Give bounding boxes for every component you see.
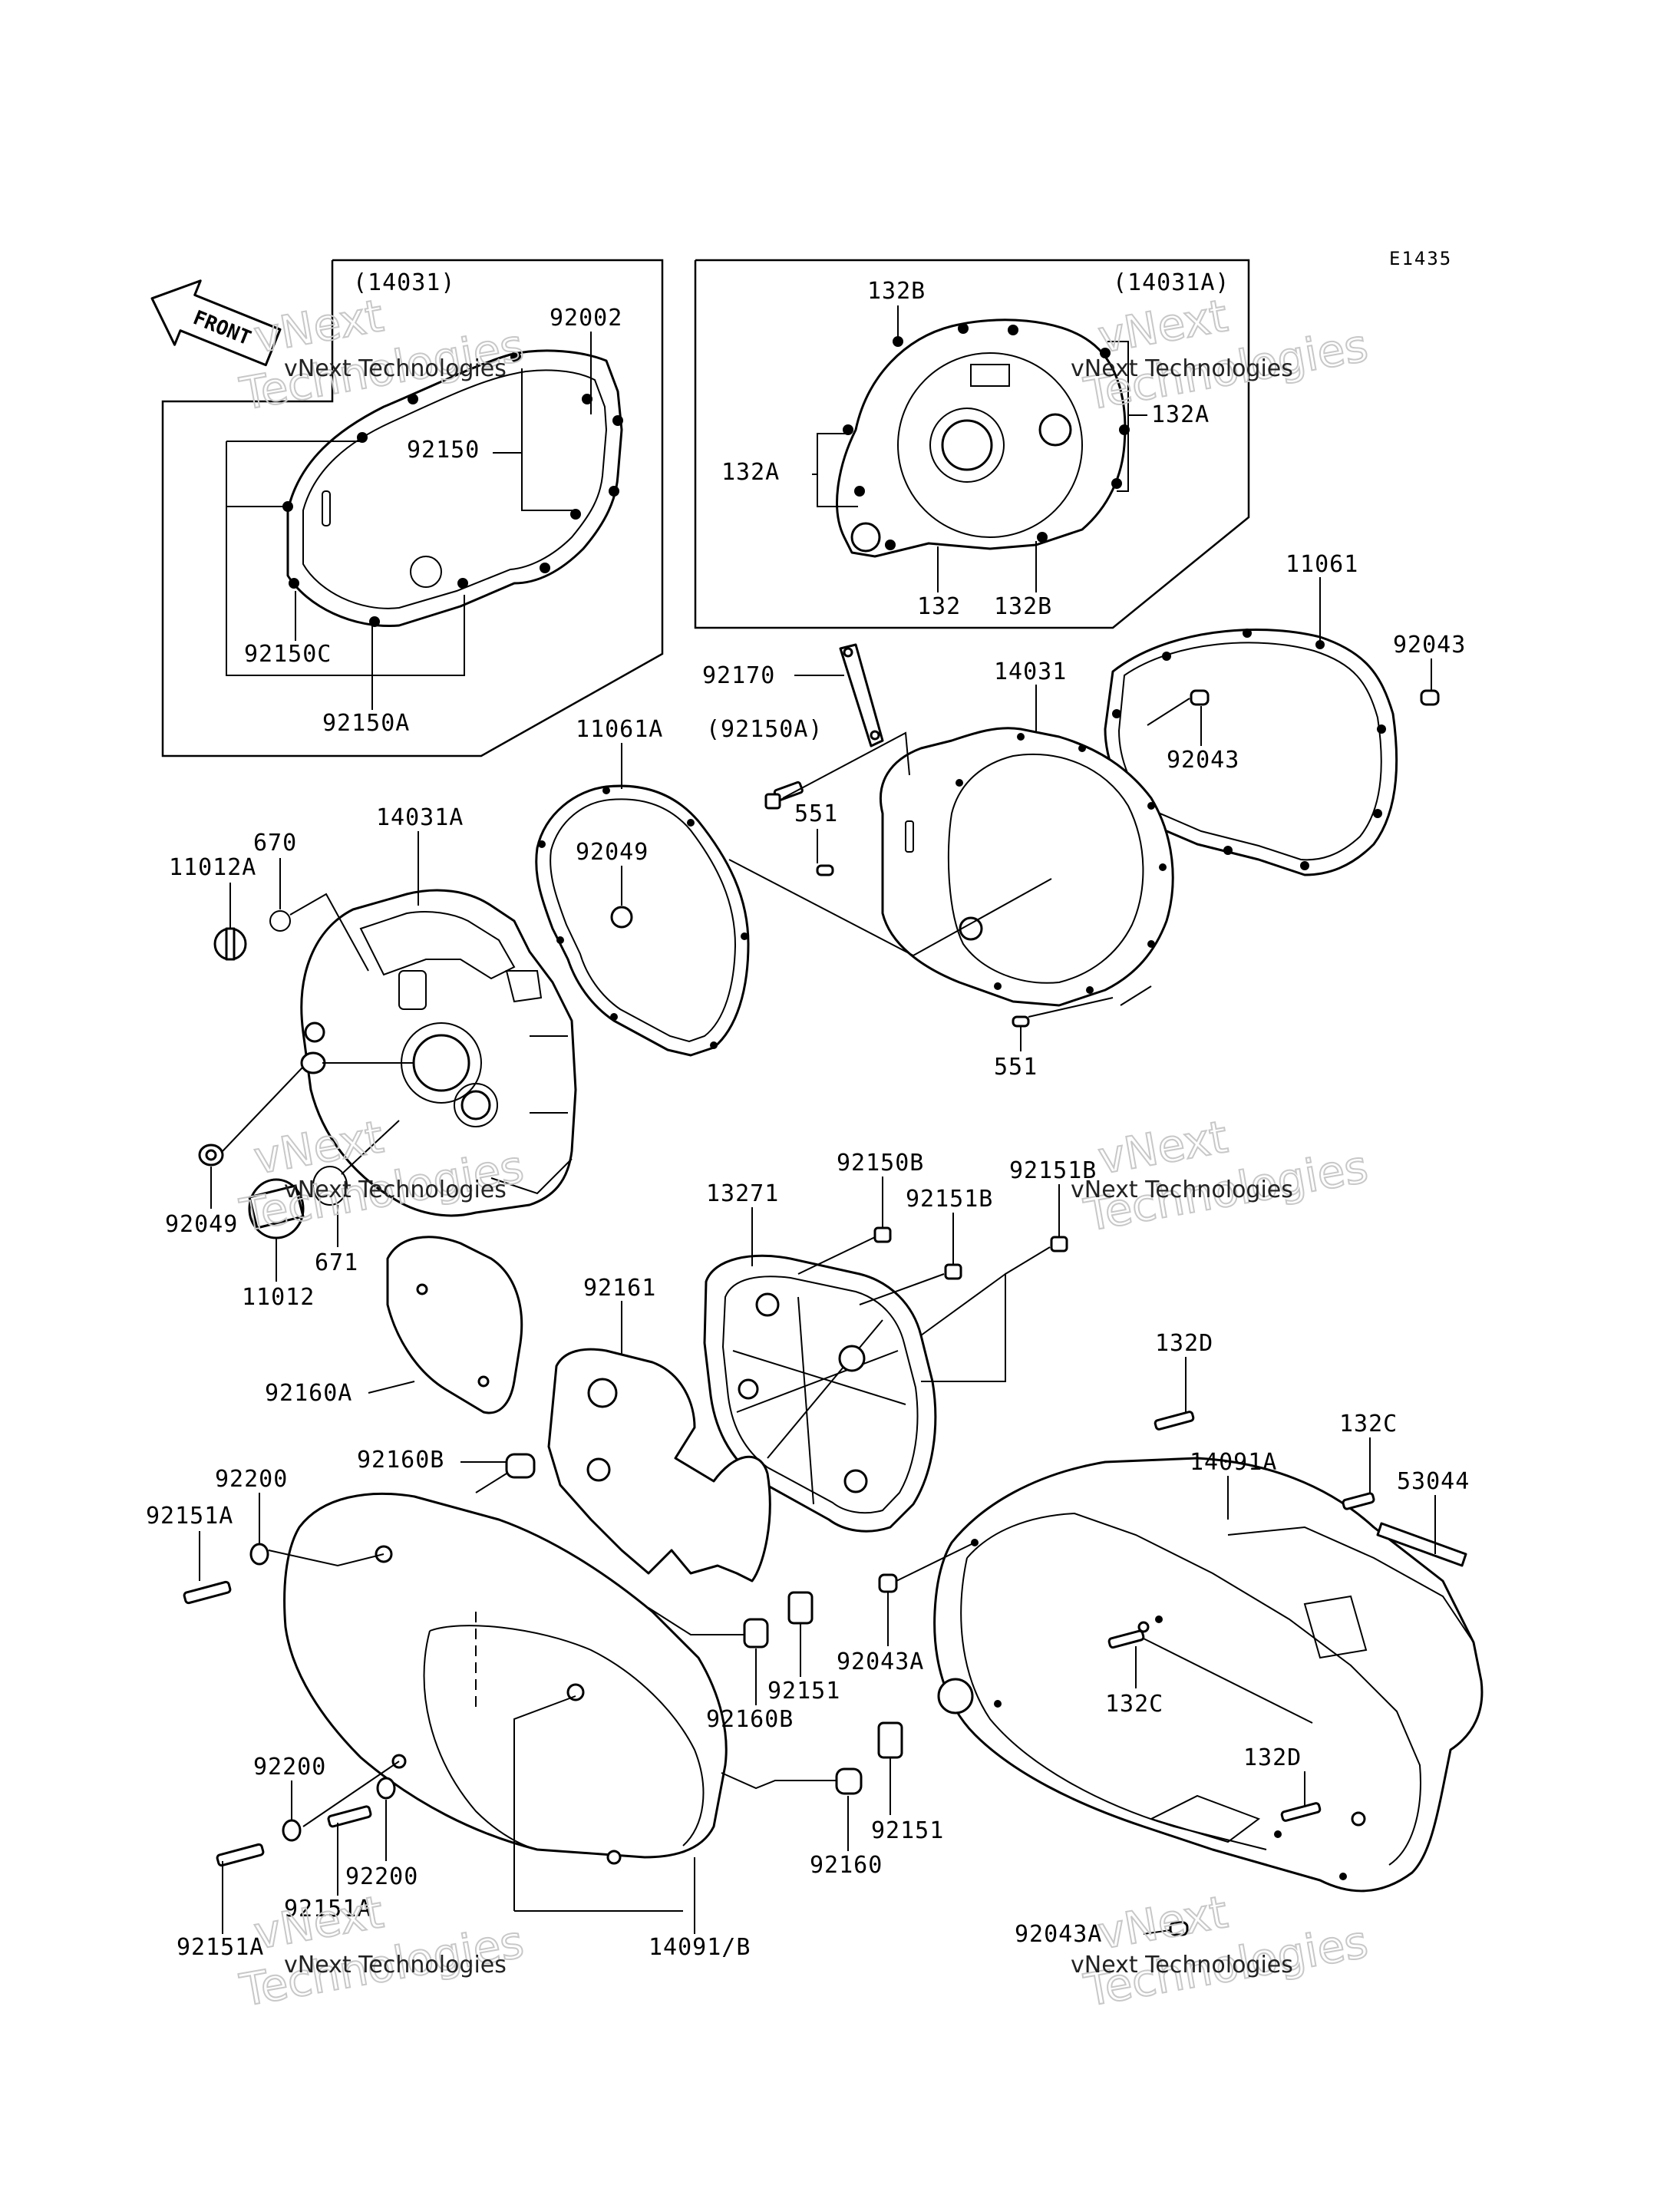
svg-text:92043A: 92043A xyxy=(837,1648,924,1675)
svg-text:14031A: 14031A xyxy=(376,804,464,831)
svg-text:551: 551 xyxy=(794,800,838,827)
svg-text:92150B: 92150B xyxy=(837,1150,924,1177)
watermark-4: vNext Technologies xyxy=(1079,1110,1372,1243)
svg-text:132D: 132D xyxy=(1243,1744,1302,1771)
svg-text:132A: 132A xyxy=(721,459,780,486)
svg-text:92170: 92170 xyxy=(702,662,775,689)
inset-left-labels: 92002 92150 92150C 92150A xyxy=(226,305,622,737)
cover-14031a xyxy=(300,889,577,1217)
watermark-1-text: vNext Technologies xyxy=(284,355,507,382)
labels-14091a: 132D 132C 53044 14091A 92043A 92151 9216… xyxy=(177,1330,1470,1961)
svg-text:551: 551 xyxy=(994,1054,1038,1081)
cover-14091a xyxy=(933,1457,1484,1893)
svg-text:11012A: 11012A xyxy=(169,854,256,881)
svg-text:92200: 92200 xyxy=(215,1466,288,1493)
svg-text:132: 132 xyxy=(917,593,961,620)
svg-text:92150: 92150 xyxy=(407,437,480,464)
labels-13271: 92150B 92151B 92151B 13271 xyxy=(706,1150,1097,1382)
svg-text:92200: 92200 xyxy=(253,1754,326,1781)
svg-text:92043A: 92043A xyxy=(1015,1921,1102,1948)
svg-text:92150A: 92150A xyxy=(322,710,410,737)
inset-right-title: (14031A) xyxy=(1113,269,1230,296)
cap-11012 xyxy=(248,1178,305,1239)
pad-92160a xyxy=(386,1236,523,1414)
svg-text:14091A: 14091A xyxy=(1190,1449,1277,1476)
svg-text:92160B: 92160B xyxy=(706,1706,794,1733)
watermark-5-text: vNext Technologies xyxy=(284,1952,507,1979)
gasket-11061a xyxy=(535,784,750,1057)
svg-text:92151B: 92151B xyxy=(906,1186,993,1213)
svg-text:92151B: 92151B xyxy=(1009,1157,1097,1184)
watermark-2-text: vNext Technologies xyxy=(1071,355,1293,382)
cover-14091b xyxy=(283,1492,728,1865)
labels-11061a: 11061A 92049 xyxy=(576,716,1052,957)
bolt-92151a xyxy=(183,1580,372,1867)
svg-text:92049: 92049 xyxy=(165,1211,238,1238)
labels-11061: 11061 92043 92043 xyxy=(1147,551,1466,774)
svg-text:11061: 11061 xyxy=(1286,551,1358,578)
svg-text:92049: 92049 xyxy=(576,839,649,866)
svg-text:92151A: 92151A xyxy=(177,1934,264,1961)
bracket-92170 xyxy=(839,643,884,748)
inset-right-cover: (14031A) xyxy=(694,259,1250,629)
svg-text:132C: 132C xyxy=(1105,1691,1163,1718)
oring-670 xyxy=(269,910,291,932)
oring-671 xyxy=(312,1166,348,1206)
svg-text:92151A: 92151A xyxy=(146,1503,233,1530)
watermark-4-text: vNext Technologies xyxy=(1071,1177,1293,1203)
svg-text:92160B: 92160B xyxy=(357,1447,444,1474)
svg-text:670: 670 xyxy=(253,830,297,856)
svg-text:13271: 13271 xyxy=(706,1180,779,1207)
dowel-92043 xyxy=(1190,689,1440,706)
front-arrow-icon: FRONT xyxy=(150,279,282,367)
svg-text:11012: 11012 xyxy=(242,1284,315,1311)
pad-92161 xyxy=(547,1348,771,1582)
dowels-92043a xyxy=(878,1573,1189,1936)
svg-text:92161: 92161 xyxy=(583,1275,656,1302)
svg-text:132B: 132B xyxy=(867,278,926,305)
svg-text:(92150A): (92150A) xyxy=(706,716,823,743)
watermark-6: vNext Technologies xyxy=(1079,1885,1372,2018)
svg-text:11061A: 11061A xyxy=(576,716,663,743)
labels-pads: 92161 92160A xyxy=(265,1275,656,1407)
svg-text:132A: 132A xyxy=(1151,401,1210,428)
inset-left-title: (14031) xyxy=(353,269,455,296)
pin-53044 xyxy=(1376,1522,1467,1567)
svg-text:53044: 53044 xyxy=(1397,1468,1470,1495)
svg-text:92002: 92002 xyxy=(550,305,622,332)
svg-text:92043: 92043 xyxy=(1167,747,1239,774)
svg-text:132B: 132B xyxy=(994,593,1052,620)
svg-text:92043: 92043 xyxy=(1393,632,1466,658)
labels-14091b: 92160B 92200 92151A xyxy=(146,1447,507,1581)
inset-right-labels: 132B 132A 132A 132 132B xyxy=(721,278,1210,620)
watermark-3-text: vNext Technologies xyxy=(284,1177,507,1203)
svg-text:14031: 14031 xyxy=(994,658,1067,685)
svg-text:92151A: 92151A xyxy=(284,1896,371,1922)
svg-text:92200: 92200 xyxy=(345,1863,418,1890)
svg-text:671: 671 xyxy=(315,1249,358,1276)
watermark-5: vNext Technologies xyxy=(235,1885,528,2018)
cover-14031 xyxy=(879,727,1174,1007)
watermark-6-text: vNext Technologies xyxy=(1071,1952,1293,1979)
spacer-92160b xyxy=(505,1453,769,1648)
svg-text:92160: 92160 xyxy=(810,1852,883,1879)
bolts-132c-132d xyxy=(1107,1411,1375,1822)
labels-14031a: 14031A 670 11012A 92049 671 11012 xyxy=(165,804,464,1311)
bolt-92150a xyxy=(764,781,804,810)
inset-left-gasket: (14031) xyxy=(161,259,664,757)
svg-text:92151: 92151 xyxy=(767,1678,840,1705)
diagram-code: E1435 xyxy=(1389,248,1452,269)
svg-text:92160A: 92160A xyxy=(265,1380,352,1407)
svg-text:132C: 132C xyxy=(1339,1411,1398,1437)
svg-text:132D: 132D xyxy=(1155,1330,1213,1357)
labels-14031: 14031 92170 (92150A) 551 551 xyxy=(702,658,1114,1081)
bolts-92150b-92151b xyxy=(873,1226,1068,1280)
svg-text:14091/B: 14091/B xyxy=(649,1934,751,1961)
svg-text:92150C: 92150C xyxy=(244,641,332,668)
dowel-551 xyxy=(816,864,1030,1028)
cap-11012a xyxy=(213,927,247,961)
svg-text:92151: 92151 xyxy=(871,1817,944,1844)
